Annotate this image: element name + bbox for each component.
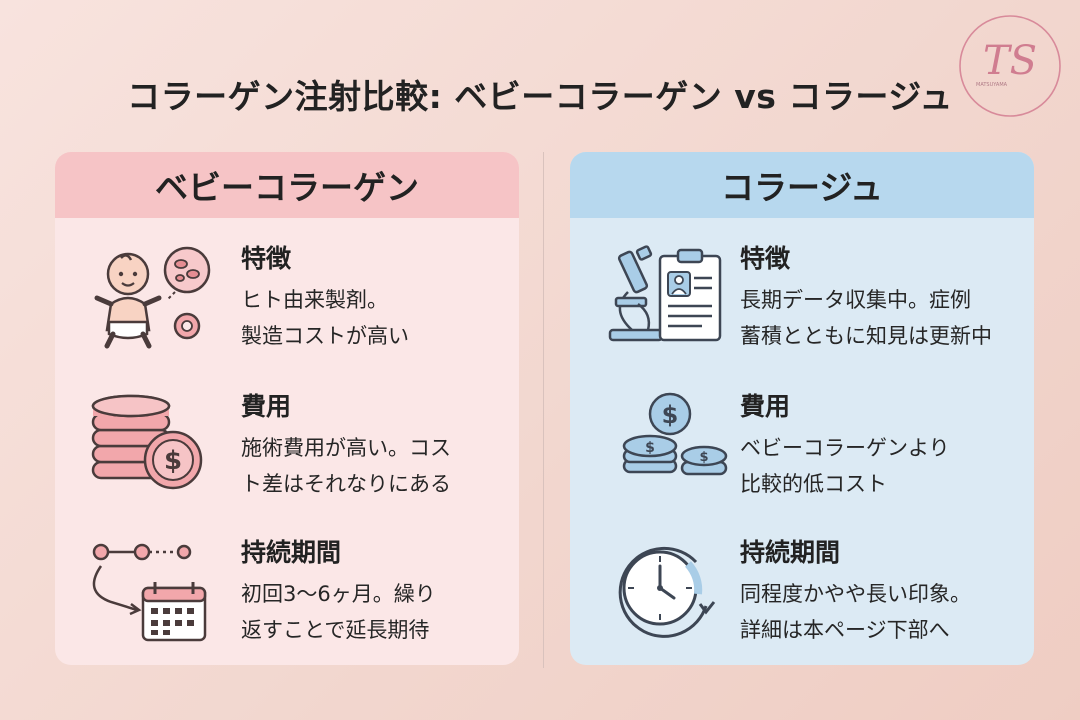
cost-heading: 費用 [241,392,292,421]
logo-subtext: MATSUYAMA [976,82,1008,88]
svg-text:$: $ [699,450,708,465]
baby-cells-icon [94,246,211,349]
timeline-calendar-icon [92,543,207,642]
features-heading: 特徴 [740,244,791,273]
features-text: ヒト由来製剤。 製造コストが高い [241,288,409,348]
coins-icon: $ $ $ [622,392,728,476]
svg-text:$: $ [645,440,655,456]
duration-heading: 持続期間 [740,538,841,567]
cost-heading: 費用 [740,392,791,421]
microscope-clipboard-icon [608,245,722,342]
column-divider [543,152,544,668]
features-heading: 特徴 [241,244,292,273]
logo-monogram: TS [983,38,1037,84]
collage-header: コラージュ [570,152,1034,218]
cost-text: 施術費用が高い。コス ト差はそれなりにある [241,436,451,496]
coin-stack-icon: $ [91,394,203,490]
clock-icon [618,546,716,638]
duration-heading: 持続期間 [241,538,342,567]
svg-text:$: $ [164,446,182,476]
collage-card: コラージュ 特徴 [570,152,1034,665]
page-title: コラーゲン注射比較: ベビーコラーゲン vs コラージュ [127,77,953,116]
baby-collagen-card: ベビーコラーゲン 特徴 ヒト由来製剤。 [55,152,519,665]
baby-collagen-header: ベビーコラーゲン [55,152,519,218]
svg-text:$: $ [662,401,679,429]
ts-monogram-logo: TS MATSUYAMA [959,15,1061,117]
duration-text: 同程度かやや長い印象。 詳細は本ページ下部へ [740,582,971,642]
cost-text: ベビーコラーゲンより 比較的低コスト [740,436,950,496]
features-text: 長期データ収集中。症例 蓄積とともに知見は更新中 [740,288,992,348]
duration-text: 初回3〜6ヶ月。繰り 返すことで延長期待 [241,582,436,642]
